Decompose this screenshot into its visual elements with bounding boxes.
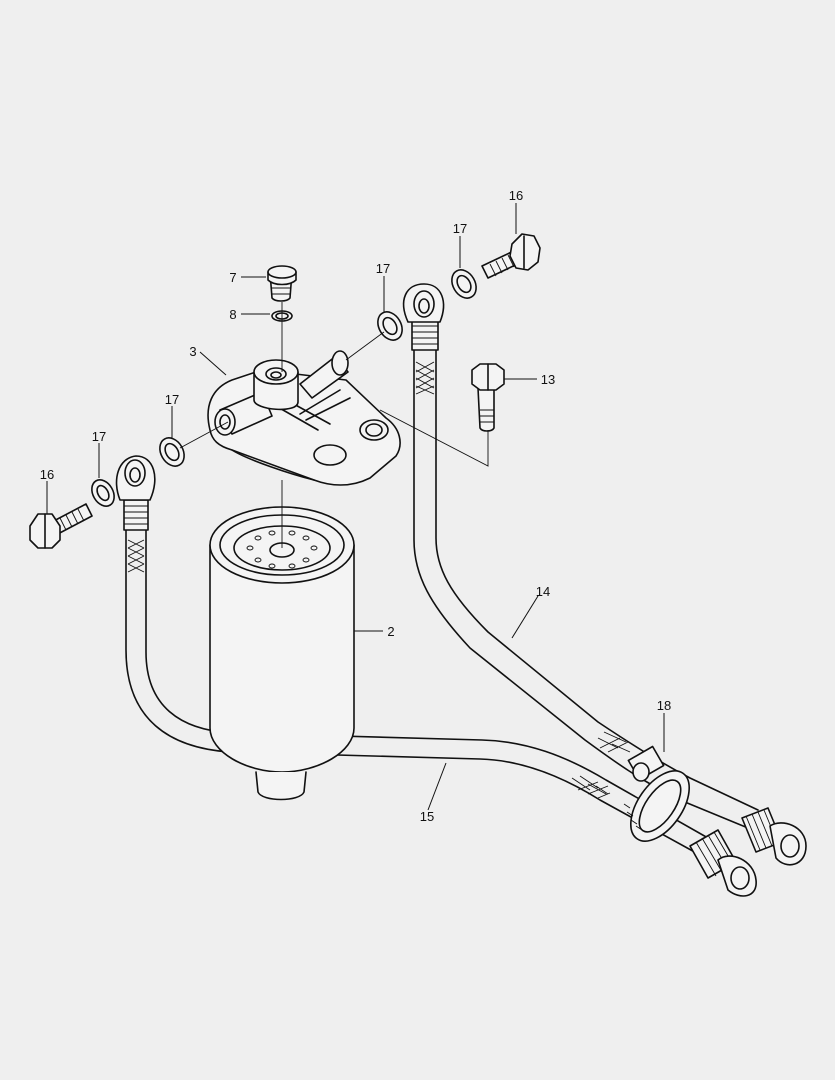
callout-14: 14 (536, 584, 550, 599)
callout-16: 16 (40, 467, 54, 482)
callout-2: 2 (387, 624, 394, 639)
callout-13: 13 (541, 372, 555, 387)
hose-14 (402, 283, 807, 866)
callout-17: 17 (165, 392, 179, 407)
leader-lines (46, 203, 665, 811)
callout-17: 17 (453, 221, 467, 236)
callout-18: 18 (657, 698, 671, 713)
callout-8: 8 (229, 307, 236, 322)
mounting-bolt-13 (379, 363, 505, 467)
callout-17: 17 (376, 261, 390, 276)
hose-15 (115, 455, 757, 897)
sealing-washer-17-left-lower (91, 479, 115, 507)
callout-15: 15 (420, 809, 434, 824)
callout-16: 16 (509, 188, 523, 203)
callout-7: 7 (229, 270, 236, 285)
banjo-bolt-16-right (481, 233, 541, 279)
plug-screw-7 (267, 265, 297, 302)
sealing-washer-17-left (159, 437, 185, 467)
sealing-washer-17-center (377, 311, 403, 341)
callout-3: 3 (189, 344, 196, 359)
filter-cartridge-2 (209, 506, 355, 801)
sealing-washer-17-right (451, 269, 477, 299)
banjo-bolt-16-left (29, 503, 93, 549)
filter-head-3 (207, 350, 401, 486)
hose-clamp-18 (623, 745, 690, 842)
filter-inlet-holes (246, 530, 318, 569)
callout-labels: 7 8 3 17 17 17 17 16 16 13 2 14 15 18 (40, 188, 671, 824)
callout-17: 17 (92, 429, 106, 444)
